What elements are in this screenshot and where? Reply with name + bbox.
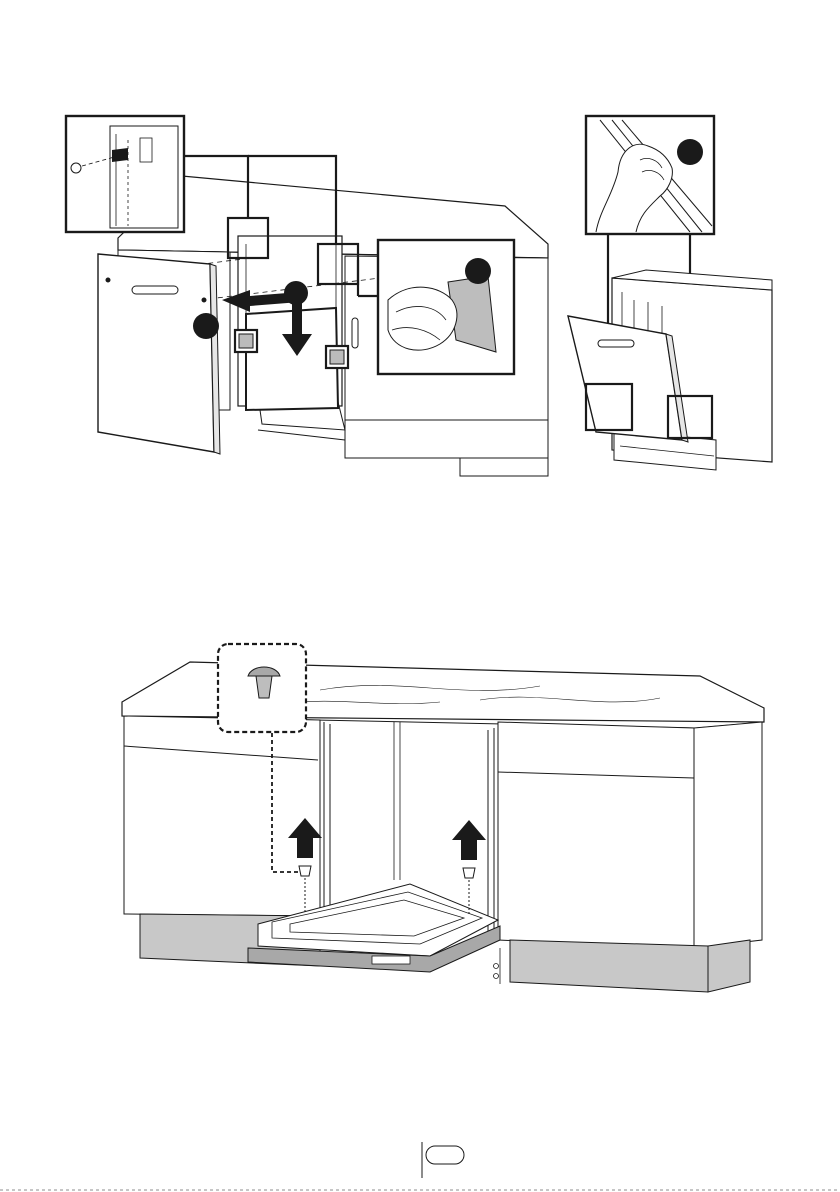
figure-top-right-door-alignment <box>568 116 772 470</box>
language-badge-text <box>424 1146 464 1164</box>
page-footer <box>0 1142 840 1190</box>
figure-bottom-plinth-fitting <box>122 644 764 992</box>
figure-top-left-door-fitting <box>66 116 548 476</box>
